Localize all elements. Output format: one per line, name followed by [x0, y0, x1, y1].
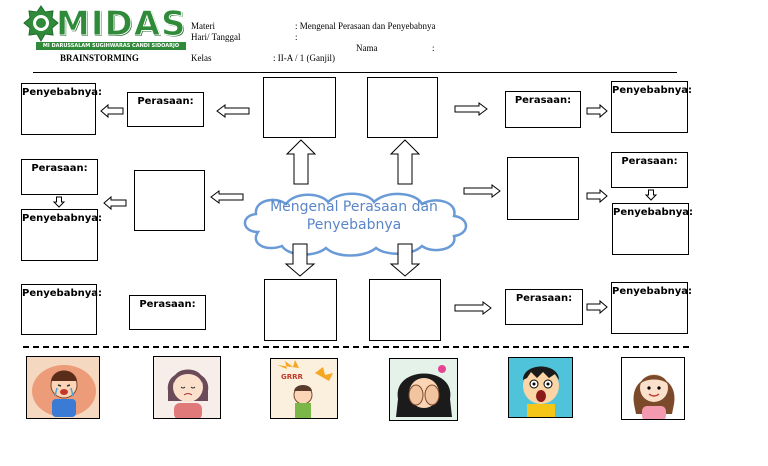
school-logo: MIDAS MI DARUSSALAM SUGIHWARAS CANDI SID…: [22, 3, 187, 53]
penyebab-box-left-bottom[interactable]: Penyebabnya:: [21, 284, 102, 335]
penyebab-box-right-middle[interactable]: Penyebabnya:: [612, 203, 693, 255]
feeling-box-right-middle[interactable]: [507, 157, 579, 220]
arrow-left-icon: [100, 103, 124, 119]
arrow-down-icon: [644, 189, 658, 201]
smiling-girl-icon[interactable]: [621, 357, 685, 420]
covering-face-icon[interactable]: [389, 358, 458, 421]
feeling-box-left-middle[interactable]: [134, 170, 205, 231]
feeling-box-bottom-right[interactable]: [369, 279, 441, 341]
arrow-down-icon: [52, 196, 66, 208]
arrow-right-icon: [586, 299, 608, 315]
feeling-box-bottom-left[interactable]: [264, 279, 337, 341]
penyebab-box-left-top[interactable]: Penyebabnya:: [21, 83, 102, 135]
hari-label: Hari/ Tanggal: [191, 32, 241, 42]
logo-text: MIDAS: [56, 4, 187, 44]
kelas-label: Kelas: [191, 53, 212, 63]
penyebab-box-left-middle[interactable]: Penyebabnya:: [21, 209, 102, 261]
cut-line: [23, 346, 689, 348]
brainstorming-title: BRAINSTORMING: [60, 53, 139, 63]
arrow-left-icon: [216, 104, 250, 118]
header-divider: [33, 72, 677, 73]
arrow-right-icon: [454, 301, 492, 315]
arrow-left-icon: [103, 195, 127, 211]
center-cloud-icon: [243, 192, 468, 257]
arrow-down-icon: [389, 243, 421, 277]
penyebab-box-right-bottom[interactable]: Penyebabnya:: [611, 282, 692, 334]
arrow-up-icon: [389, 139, 421, 185]
perasaan-box-left-bottom[interactable]: Perasaan:: [129, 295, 206, 330]
perasaan-box-right-middle[interactable]: Perasaan:: [611, 152, 688, 188]
perasaan-box-right-bottom[interactable]: Perasaan:: [505, 289, 583, 325]
arrow-right-icon: [586, 103, 608, 119]
arrow-right-icon: [454, 102, 488, 116]
feeling-box-top-right[interactable]: [367, 77, 438, 138]
penyebab-box-right-top[interactable]: Penyebabnya:: [611, 81, 692, 133]
logo-subtitle: MI DARUSSALAM SUGIHWARAS CANDI SIDOARJO: [36, 42, 186, 50]
perasaan-box-left-top[interactable]: Perasaan:: [127, 92, 204, 127]
center-title: Mengenal Perasaan dan Penyebabnya: [270, 199, 438, 233]
kelas-value: : II-A / 1 (Ganjil): [273, 53, 335, 63]
arrow-left-icon: [210, 190, 244, 204]
shocked-boy-icon[interactable]: [508, 357, 573, 418]
arrow-right-icon: [463, 184, 501, 198]
feeling-box-top-left[interactable]: [263, 77, 336, 138]
perasaan-box-left-middle[interactable]: Perasaan:: [21, 159, 98, 195]
arrow-down-icon: [284, 243, 316, 277]
sad-girl-icon[interactable]: [153, 356, 221, 419]
materi-value: : Mengenal Perasaan dan Penyebabnya: [295, 21, 436, 31]
scared-child-icon[interactable]: GRRR: [270, 358, 338, 419]
arrow-right-icon: [586, 188, 608, 204]
svg-text:GRRR: GRRR: [281, 373, 304, 381]
perasaan-box-right-top[interactable]: Perasaan:: [505, 91, 581, 128]
hari-value: :: [295, 32, 298, 42]
materi-label: Materi: [191, 21, 215, 31]
arrow-up-icon: [285, 139, 317, 185]
nama-value: :: [432, 43, 435, 53]
logo-emblem-icon: [23, 5, 59, 43]
nama-label: Nama: [356, 43, 378, 53]
crying-child-icon[interactable]: [26, 356, 100, 419]
